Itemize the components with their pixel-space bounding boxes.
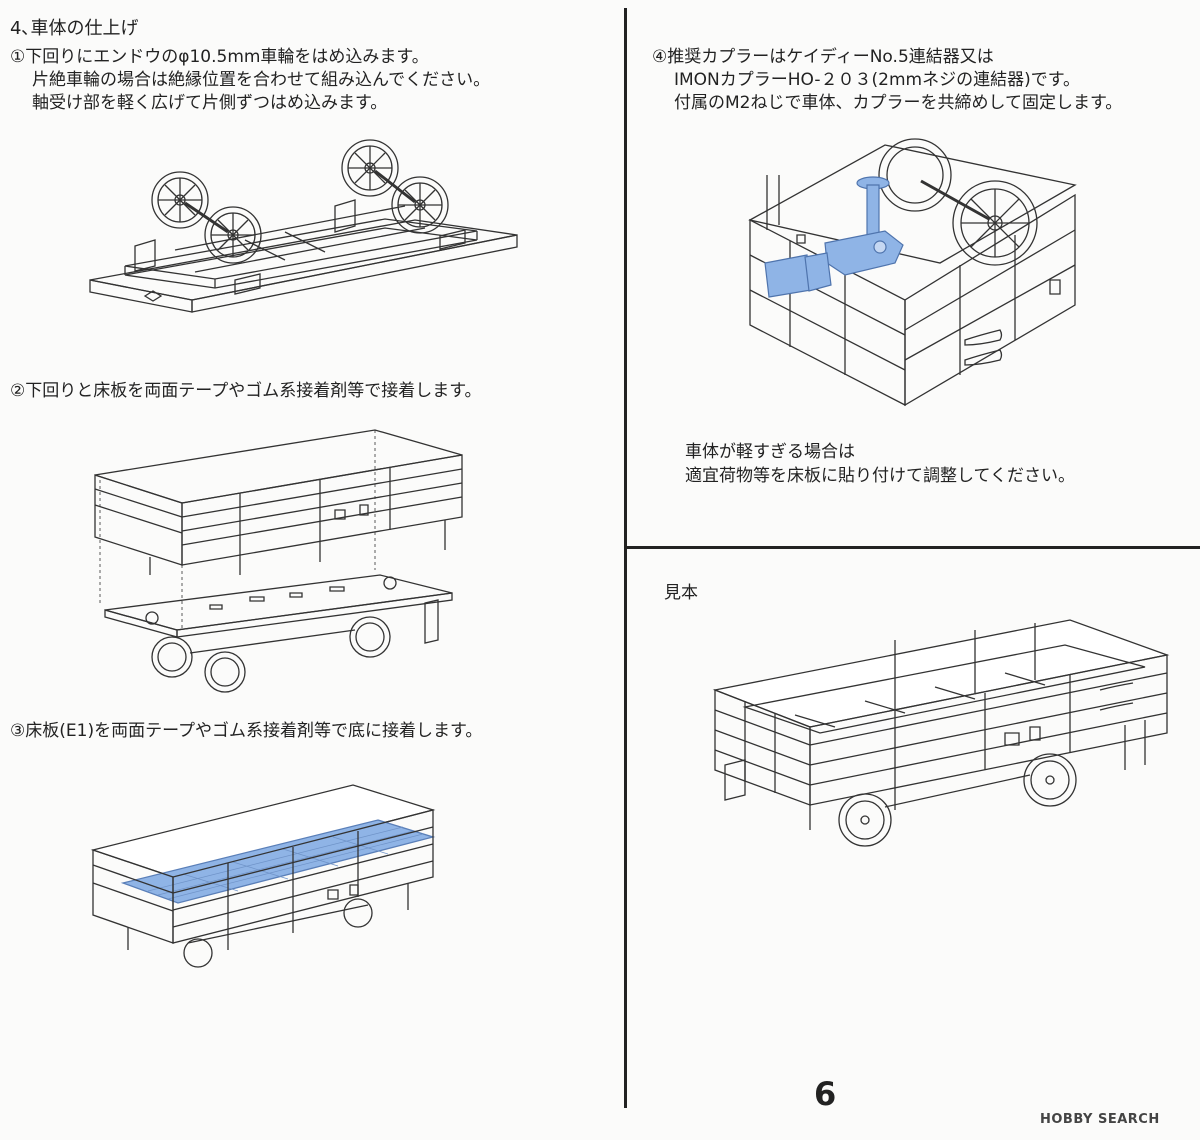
step-3-number: ③: [10, 721, 26, 741]
rear-wheel-icon: [350, 617, 390, 657]
step-1-line-1: 下回りにエンドウのφ10.5mm車輪をはめ込みます。: [25, 47, 429, 67]
step-1-number: ①: [10, 47, 26, 67]
hobby-search-watermark: HOBBY SEARCH: [1040, 1112, 1160, 1127]
coupler-mounting-illustration: [745, 135, 1080, 425]
page-number: 6: [814, 1075, 837, 1113]
note-line-1: 車体が軽すぎる場合は: [685, 442, 855, 462]
body-floor-exploded-illustration: [90, 425, 470, 700]
column-divider: [624, 8, 627, 1108]
wheel-4-icon: [392, 177, 448, 233]
sample-rear-wheel-icon: [1024, 754, 1076, 806]
step-4-text: ④推奨カプラーはケイディーNo.5連結器又は: [652, 46, 994, 68]
step-2-line-1: 下回りと床板を両面テープやゴム系接着剤等で接着します。: [25, 381, 482, 401]
wheel-3-icon: [342, 140, 398, 196]
wheel-2-icon: [205, 207, 261, 263]
sample-front-wheel-icon: [839, 794, 891, 846]
sample-label: 見本: [664, 583, 698, 603]
step-2-number: ②: [10, 381, 26, 401]
front-wheel-icon: [152, 637, 245, 692]
coupler-highlight: [765, 177, 903, 297]
wheel-1-icon: [152, 172, 208, 228]
step-1-text: ①下回りにエンドウのφ10.5mm車輪をはめ込みます。: [10, 46, 429, 68]
step-3-line-1: 床板(E1)を両面テープやゴム系接着剤等で底に接着します。: [25, 721, 483, 741]
note-line-2: 適宜荷物等を床板に貼り付けて調整してください。: [685, 466, 1075, 486]
underframe-wheels-illustration: [85, 140, 525, 340]
section-title: 4､車体の仕上げ: [10, 18, 139, 39]
step-3-text: ③床板(E1)を両面テープやゴム系接着剤等で底に接着します。: [10, 720, 482, 742]
step-4-line-1: 推奨カプラーはケイディーNo.5連結器又は: [667, 47, 994, 67]
body-with-floor-illustration: [88, 765, 448, 985]
completed-wagon-illustration: [705, 615, 1175, 880]
section-divider: [626, 546, 1200, 549]
step-4-line-3: 付属のM2ねじで車体、カプラーを共締めして固定します。: [674, 93, 1123, 113]
step-2-text: ②下回りと床板を両面テープやゴム系接着剤等で接着します。: [10, 380, 482, 402]
step-1-line-2: 片絶車輪の場合は絶縁位置を合わせて組み込んでください。: [32, 70, 491, 90]
step-4-line-2: IMONカプラーHO-２０３(2mmネジの連結器)です。: [674, 70, 1081, 90]
step-4-number: ④: [652, 47, 668, 67]
step-1-line-3: 軸受け部を軽く広げて片側ずつはめ込みます。: [32, 93, 388, 113]
